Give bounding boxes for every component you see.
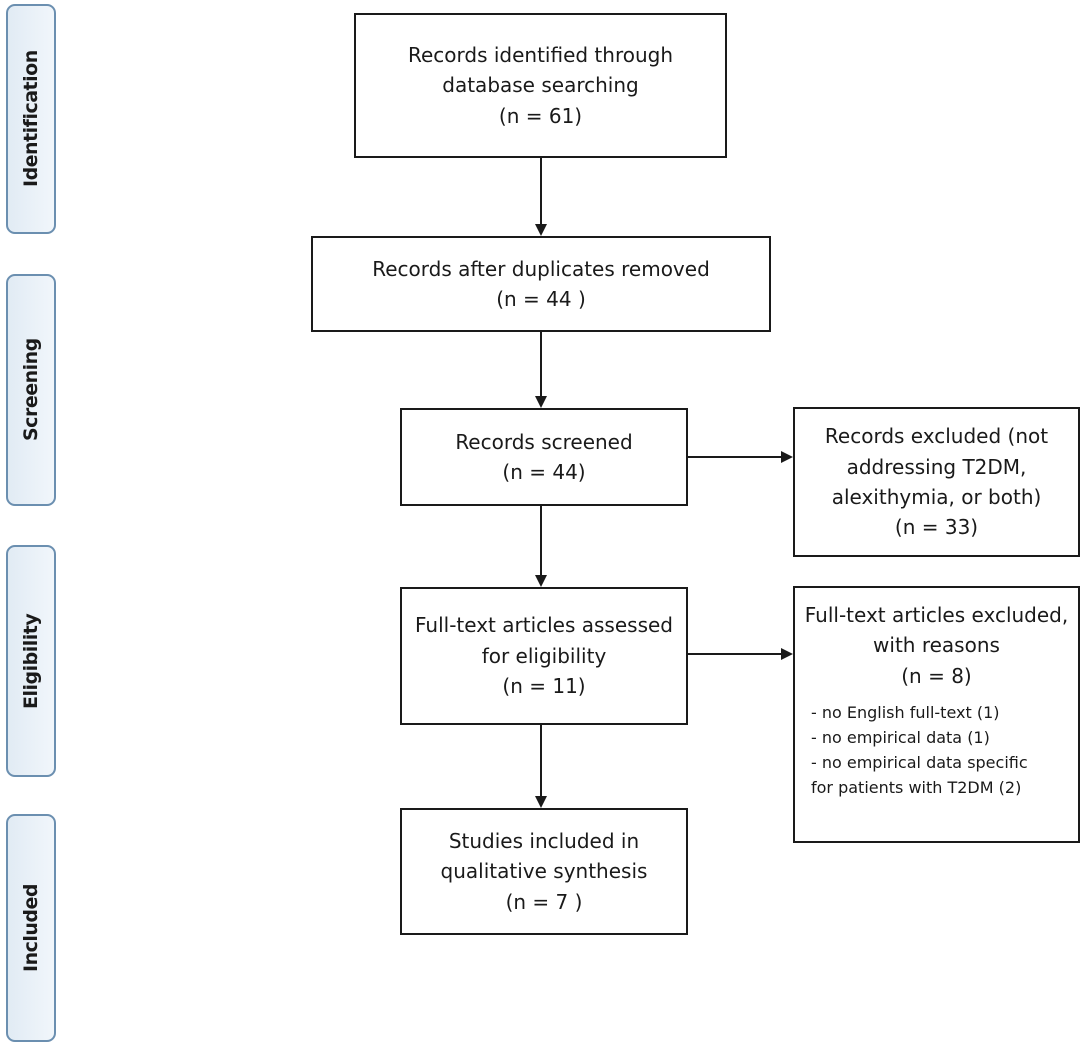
box-count: (n = 61) [498,103,583,128]
box-text: Full-text articles excluded, [804,603,1069,627]
box-studies-included: Studies included in qualitative synthesi… [400,808,688,935]
box-text: Records identified through [407,42,674,67]
box-records-screened: Records screened (n = 44) [400,408,688,506]
box-count: (n = 8) [901,663,972,688]
exclusion-reason: - no empirical data specific [811,753,1028,773]
box-records-excluded: Records excluded (not addressing T2DM, a… [793,407,1080,557]
box-count: (n = 33) [894,515,979,540]
box-count: (n = 11) [502,674,586,699]
box-records-identified: Records identified through database sear… [354,13,727,158]
exclusion-reasons-list: - no English full-text (1) - no empirica… [795,701,1078,801]
box-text: Records after duplicates removed [372,256,710,281]
box-fulltext-excluded: Full-text articles excluded, with reason… [793,586,1080,843]
box-text: addressing T2DM, [846,454,1027,479]
box-fulltext-assessed: Full-text articles assessed for eligibil… [400,587,688,725]
box-text: Records screened [455,429,633,454]
box-text: with reasons [873,633,1000,658]
exclusion-reason: - no empirical data (1) [811,728,990,748]
box-text: Studies included in [448,828,640,853]
exclusion-reason: - no English full-text (1) [811,703,1000,723]
exclusion-reason: for patients with T2DM (2) [811,778,1022,798]
box-records-deduplicated: Records after duplicates removed (n = 44… [311,236,771,332]
box-text: for eligibility [481,643,607,668]
box-count: (n = 44) [502,460,586,484]
box-count: (n = 44 ) [496,287,586,311]
box-text: Records excluded (not [824,424,1049,449]
box-text: alexithymia, or both) [831,485,1042,509]
box-text: qualitative synthesis [440,859,648,884]
box-text: database searching [442,73,639,98]
box-text: Full-text articles assessed [415,613,673,638]
box-count: (n = 7 ) [505,889,583,914]
